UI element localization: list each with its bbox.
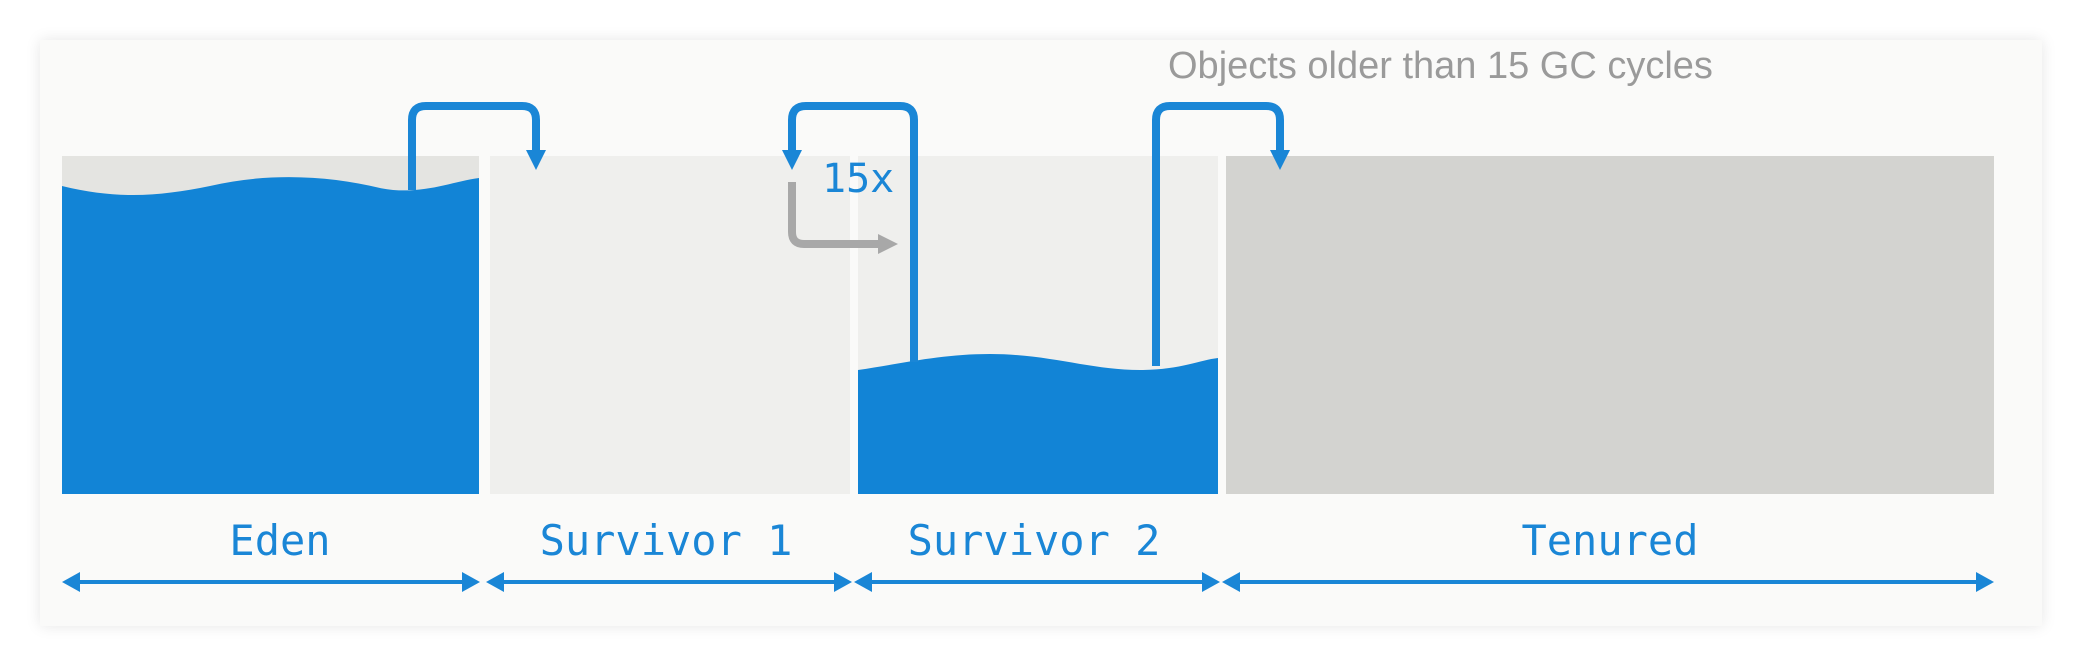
survivor-2-label: Survivor 2 — [908, 516, 1161, 565]
repeat-count-label: 15x — [822, 156, 894, 202]
eden-label: Eden — [229, 516, 330, 565]
tenured-label: Tenured — [1521, 516, 1698, 565]
eden-to-survivor-1-arrow — [408, 102, 540, 190]
eden-fill — [62, 177, 479, 494]
eden-span-arrow — [62, 572, 480, 592]
survivor-1-label: Survivor 1 — [540, 516, 793, 565]
eden-to-survivor-1-arrowhead — [526, 150, 546, 170]
survivor-2-to-tenured-arrowhead — [1270, 150, 1290, 170]
survivor-1-span-arrow — [486, 572, 852, 592]
survivor-2-to-survivor-1-arrowhead — [782, 150, 802, 170]
survivor-1-to-survivor-2-arrowhead — [878, 234, 898, 254]
survivor-2-to-tenured-arrow — [1152, 102, 1284, 366]
tenured-region — [1226, 156, 1994, 494]
survivor-2-span-arrow — [854, 572, 1220, 592]
tenured-span-arrow — [1222, 572, 1994, 592]
survivor-2-to-survivor-1-arrow — [788, 102, 918, 362]
survivor-2-fill — [858, 354, 1218, 494]
survivor-1-to-survivor-2-arrow — [788, 182, 880, 248]
tenuring-threshold-caption: Objects older than 15 GC cycles — [1168, 45, 1713, 87]
